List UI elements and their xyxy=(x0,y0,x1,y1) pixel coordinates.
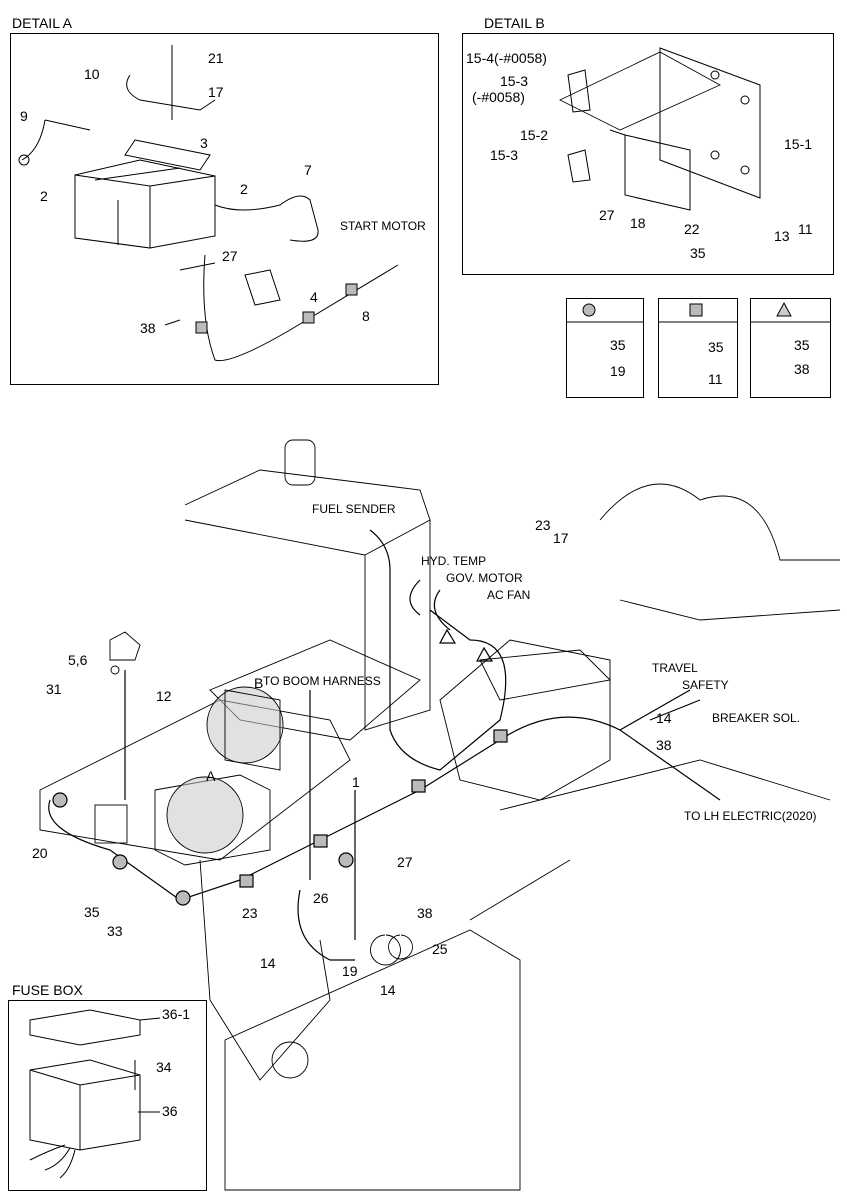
part-label: 17 xyxy=(553,530,569,546)
to-lh-electric-label: TO LH ELECTRIC(2020) xyxy=(684,809,817,823)
machine-frame-drawing xyxy=(39,439,841,1191)
part-label: 2 xyxy=(240,181,248,197)
legend-part: 35 xyxy=(794,337,810,353)
part-label: 5,6 xyxy=(68,652,88,668)
part-label: 19 xyxy=(342,963,358,979)
wiring-harness xyxy=(48,529,721,961)
part-label: 38 xyxy=(417,905,433,921)
part-label: 36-1 xyxy=(162,1006,191,1022)
part-label: 33 xyxy=(107,923,123,939)
legend-circle-box xyxy=(566,298,644,398)
part-label: 2 xyxy=(40,188,48,204)
fuel-sender-label: FUEL SENDER xyxy=(312,502,396,516)
part-label: 10 xyxy=(84,66,100,82)
part-label: 38 xyxy=(656,737,672,753)
part-label: 12 xyxy=(156,688,172,704)
part-label: 36 xyxy=(162,1103,178,1119)
legend-part: 38 xyxy=(794,361,810,377)
safety-label: SAFETY xyxy=(682,678,729,692)
part-label: 15-1 xyxy=(784,136,813,152)
part-label: 38 xyxy=(140,320,156,336)
detail-b-marker: B xyxy=(254,675,264,691)
detail-a-title: DETAIL A xyxy=(12,15,72,31)
controller-bracket-drawing xyxy=(559,47,761,211)
part-label: 17 xyxy=(208,84,224,100)
part-label: 1 xyxy=(352,774,360,790)
part-label: 15-3 xyxy=(490,147,519,163)
part-label: 20 xyxy=(32,845,48,861)
part-label: 34 xyxy=(156,1059,172,1075)
part-label: 23 xyxy=(535,517,551,533)
fuse-box-frame xyxy=(8,1000,207,1191)
part-label: 13 xyxy=(774,228,790,244)
part-label: 3 xyxy=(200,135,208,151)
part-label: 15-2 xyxy=(520,127,549,143)
travel-label: TRAVEL xyxy=(652,661,698,675)
part-label: 4 xyxy=(310,289,318,305)
part-label: 26 xyxy=(313,890,329,906)
part-label: 25 xyxy=(432,941,448,957)
detail-b-frame xyxy=(462,33,834,275)
to-boom-harness-label: TO BOOM HARNESS xyxy=(263,674,381,688)
legend-symbols xyxy=(566,301,830,323)
battery-assembly-drawing xyxy=(18,45,399,362)
legend-part: 35 xyxy=(708,339,724,355)
part-label: 9 xyxy=(20,108,28,124)
hyd-temp-label: HYD. TEMP xyxy=(421,554,487,568)
part-label: 11 xyxy=(798,221,813,237)
gov-motor-label: GOV. MOTOR xyxy=(446,571,523,585)
part-label: 18 xyxy=(630,215,646,231)
legend-part: 19 xyxy=(610,363,626,379)
part-label: 15-4(-#0058) xyxy=(466,50,547,66)
part-label: 14 xyxy=(656,710,672,726)
part-label: 23 xyxy=(242,905,258,921)
part-label: 14 xyxy=(260,955,276,971)
breaker-sol-label: BREAKER SOL. xyxy=(712,711,801,725)
part-label: 35 xyxy=(690,245,706,261)
fuse-box-title: FUSE BOX xyxy=(12,982,83,998)
start-motor-label: START MOTOR xyxy=(340,219,426,233)
legend-part: 35 xyxy=(610,337,626,353)
part-label: 27 xyxy=(222,248,238,264)
part-label: 35 xyxy=(84,904,100,920)
part-label: 14 xyxy=(380,982,396,998)
part-label: 31 xyxy=(46,681,62,697)
ac-fan-label: AC FAN xyxy=(487,588,531,602)
part-label: 15-3 xyxy=(500,73,529,89)
part-label: 8 xyxy=(362,308,370,324)
legend-square-box xyxy=(658,298,738,398)
part-label: 21 xyxy=(208,50,224,66)
part-label: 22 xyxy=(684,221,700,237)
part-label: 27 xyxy=(397,854,413,870)
legend-triangle-box xyxy=(750,298,831,398)
part-label: (-#0058) xyxy=(472,89,525,105)
detail-a-marker: A xyxy=(206,768,216,784)
fuse-box-drawing xyxy=(29,1009,161,1179)
part-label: 27 xyxy=(599,207,615,223)
legend-part: 11 xyxy=(708,371,723,387)
detail-b-title: DETAIL B xyxy=(484,15,545,31)
part-label: 7 xyxy=(304,162,312,178)
detail-a-frame xyxy=(10,33,439,385)
